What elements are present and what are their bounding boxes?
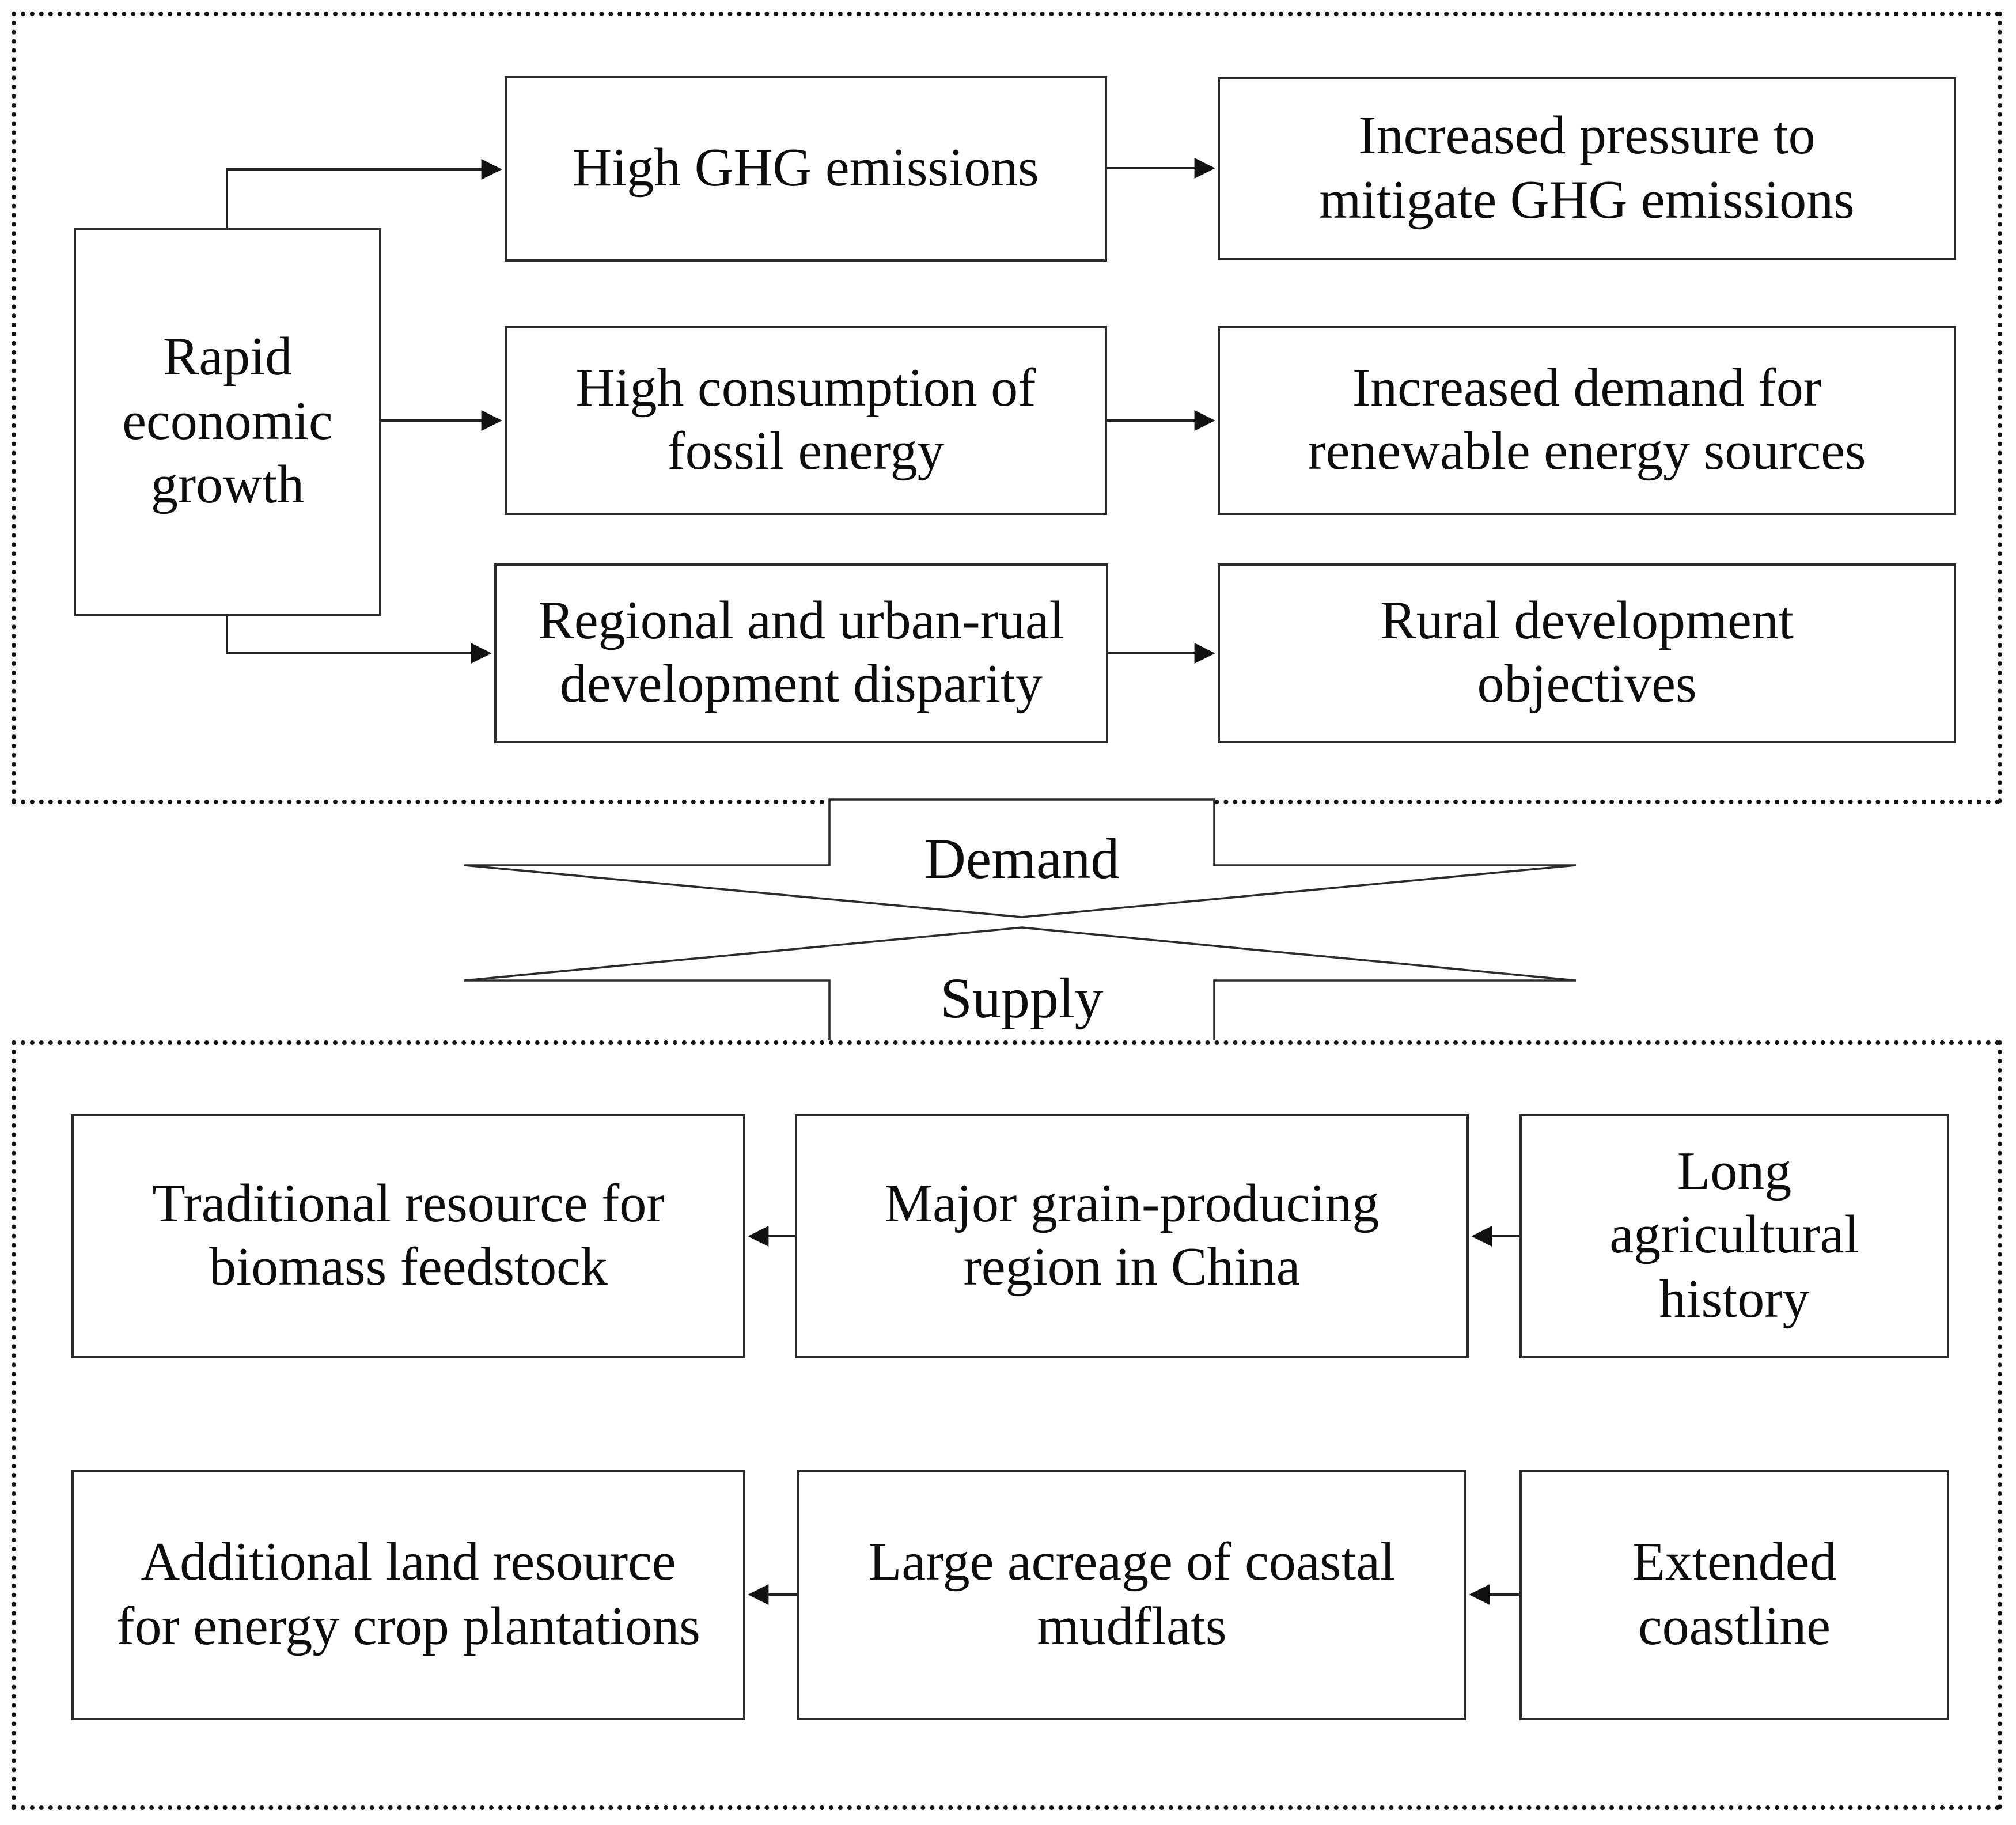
box-major-grain-producing-region: Major grain-producing region in China (795, 1114, 1469, 1358)
box-coastal-mudflats: Large acreage of coastal mudflats (797, 1470, 1466, 1720)
arrow-rapid-to-disparity-icon (226, 616, 492, 664)
box-traditional-biomass-feedstock: Traditional resource for biomass feedsto… (71, 1114, 745, 1358)
box-pressure-mitigate-ghg: Increased pressure to mitigate GHG emiss… (1218, 77, 1956, 260)
demand-label: Demand (924, 826, 1120, 891)
supply-section-frame (12, 1040, 2002, 1810)
box-additional-land-resource: Additional land resource for energy crop… (71, 1470, 745, 1720)
box-demand-renewable-energy: Increased demand for renewable energy so… (1218, 326, 1956, 515)
box-high-consumption-fossil-energy: High consumption of fossil energy (505, 326, 1107, 515)
box-extended-coastline: Extended coastline (1519, 1470, 1949, 1720)
box-long-agricultural-history: Long agricultural history (1519, 1114, 1949, 1358)
supply-block-arrow-icon (464, 926, 1577, 1040)
arrow-rapid-to-ghg-icon (226, 159, 502, 228)
box-rapid-economic-growth: Rapid economic growth (74, 228, 381, 616)
box-rural-development-objectives: Rural development objectives (1218, 563, 1956, 743)
box-high-ghg-emissions: High GHG emissions (505, 76, 1107, 262)
supply-label: Supply (940, 965, 1104, 1030)
demand-block-arrow-icon (464, 798, 1577, 918)
box-development-disparity: Regional and urban-rual development disp… (494, 563, 1108, 743)
